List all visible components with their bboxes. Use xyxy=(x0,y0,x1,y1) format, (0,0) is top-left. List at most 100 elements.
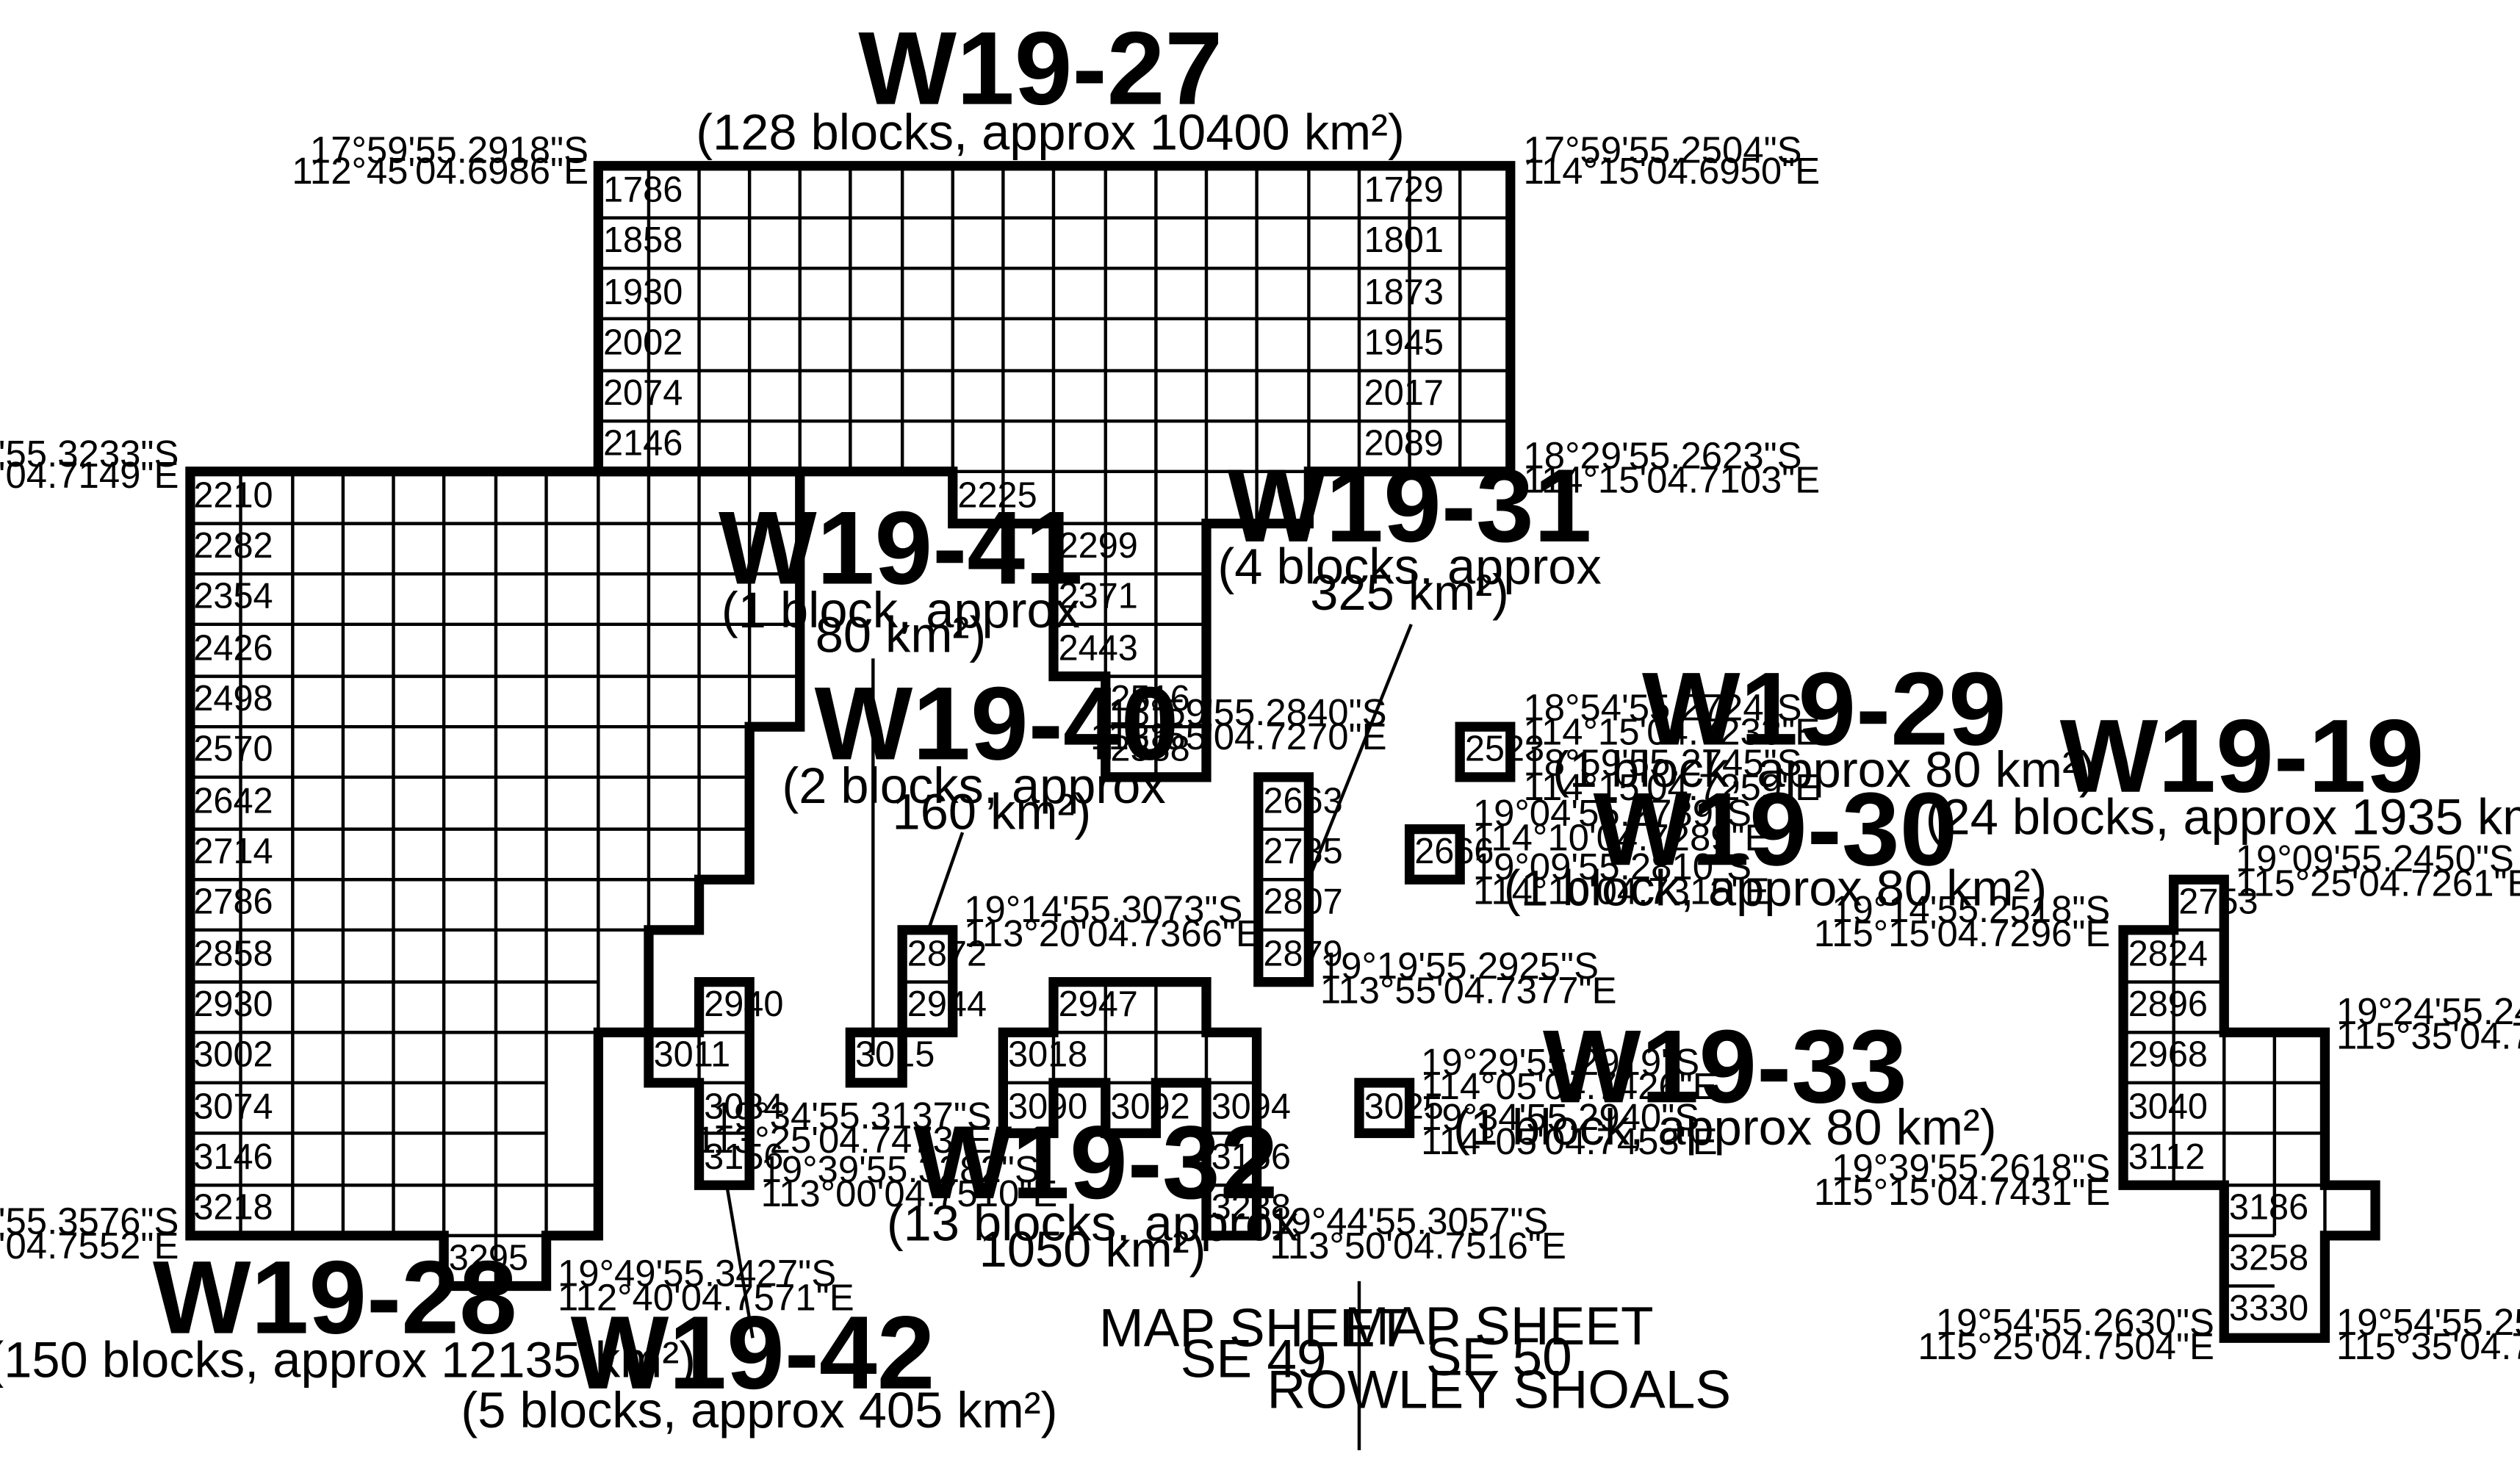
block-number: 3018 xyxy=(1008,1035,1087,1075)
block-number: 3015 xyxy=(855,1035,935,1075)
block-number: 2498 xyxy=(193,679,273,719)
area-description: (150 blocks, approx 12135 km²) xyxy=(0,1331,696,1388)
coordinate-lon: 113°20'04.7366"E xyxy=(964,912,1261,954)
area-outline-w19-41 xyxy=(845,1027,907,1088)
coordinate-lat: 19°19'55.2925"S xyxy=(1320,945,1599,987)
area-description: (1 block, approx xyxy=(721,582,1080,638)
block-number: 2588 xyxy=(1110,730,1189,769)
coordinate-lat: 18°59'55.2840"S xyxy=(1108,691,1386,733)
area-description: (1 block, approx 80 km²) xyxy=(1453,1099,1997,1156)
block-number: 2872 xyxy=(907,934,987,974)
block-number: 3156 xyxy=(704,1137,783,1177)
coordinate-lat: 19°14'55.3073"S xyxy=(964,888,1242,930)
block-number: 2896 xyxy=(2128,984,2208,1024)
block-number: 3166 xyxy=(1212,1137,1291,1177)
block-number: 2017 xyxy=(1364,373,1444,413)
block-number: 3258 xyxy=(2229,1238,2308,1278)
area-title: W19-31 xyxy=(1228,448,1592,564)
coordinate-lon: 112°05'04.7149"E xyxy=(0,454,179,496)
coordinate-lat: 19°44'55.3576"S xyxy=(0,1200,179,1242)
block-number: 3084 xyxy=(704,1087,783,1127)
block-number: 3011 xyxy=(654,1035,731,1075)
area-description: (1 block, approx 80 km²) xyxy=(1504,860,2048,917)
block-number: 1873 xyxy=(1364,273,1444,312)
coordinate-lon: 113°55'04.7377"E xyxy=(1320,969,1617,1011)
block-number: 2642 xyxy=(193,782,273,821)
block-number: 2146 xyxy=(603,424,683,464)
block-number: 2426 xyxy=(193,628,273,668)
coordinate-lon: 115°35'04.7495"E xyxy=(2336,1325,2520,1367)
map-sheet-label: ROWLEY SHOALS xyxy=(1267,1360,1731,1419)
area-outline-w19-40 xyxy=(897,925,958,1037)
area-description: 160 km²) xyxy=(893,784,1092,840)
coordinate-lat: 19°29'55.2919"S xyxy=(1421,1041,1699,1083)
block-number: 3090 xyxy=(1008,1087,1087,1127)
block-number: 2735 xyxy=(1263,832,1342,871)
area-description: (2 blocks, approx xyxy=(782,757,1165,814)
area-description: 1050 km²) xyxy=(979,1221,1206,1278)
block-number: 2210 xyxy=(193,475,273,515)
coordinate-lat: 19°34'55.3137"S xyxy=(713,1095,992,1137)
block-number: 1801 xyxy=(1364,220,1444,260)
coordinate-lat: 18°59'55.2745"S xyxy=(1523,742,1801,784)
map-sheet-label: MAP SHEET xyxy=(1344,1297,1654,1356)
area-description: 80 km²) xyxy=(816,606,986,663)
map-sheet-label: SE 50 xyxy=(1426,1328,1572,1387)
block-number: 3092 xyxy=(1110,1087,1189,1127)
map-sheet-labels: MAP SHEET SE 49 MAP SHEET SE 50 ROWLEY S… xyxy=(1099,1297,1731,1419)
area-description: (13 blocks, approx xyxy=(887,1195,1298,1252)
block-number: 2824 xyxy=(2128,934,2208,974)
block-number: 2663 xyxy=(1263,782,1342,821)
block-number: 2516 xyxy=(1110,679,1189,719)
area-title: W19-28 xyxy=(153,1240,517,1356)
area-title: W19-33 xyxy=(1543,1009,1907,1125)
coordinate-lat: 19°39'55.2618"S xyxy=(1832,1147,2110,1189)
block-number: 3025 xyxy=(1364,1087,1444,1127)
block-number: 2282 xyxy=(193,526,273,566)
block-number: 2753 xyxy=(2178,882,2258,922)
block-number: 3186 xyxy=(2229,1188,2308,1228)
block-number: 3040 xyxy=(2128,1087,2208,1127)
block-number: 2858 xyxy=(193,934,273,974)
block-number: 2523 xyxy=(1465,730,1544,769)
coordinate-lat: 17°59'55.2918"S xyxy=(310,129,588,170)
map-sheet-label: SE 49 xyxy=(1181,1329,1327,1389)
area-outline-w19-19 xyxy=(2118,874,2380,1343)
block-number: 1729 xyxy=(1364,170,1444,209)
block-number: 2944 xyxy=(907,984,987,1024)
area-labels: W19-27 (128 blocks, approx 10400 km²) W1… xyxy=(0,11,2520,1438)
coordinate-lon: 114°15'04.7259"E xyxy=(1523,766,1820,808)
area-outline-w19-33 xyxy=(1354,1078,1415,1139)
area-title: W19-32 xyxy=(914,1105,1278,1221)
coordinate-lon: 114°15'04.7103"E xyxy=(1523,459,1820,501)
coordinate-lat: 19°49'55.3427"S xyxy=(558,1252,836,1294)
block-number: 2002 xyxy=(603,323,683,362)
block-number: 2225 xyxy=(957,475,1037,515)
block-number: 3146 xyxy=(193,1137,273,1177)
coordinate-lat: 19°39'55.3282"S xyxy=(761,1148,1040,1190)
coordinate-lat: 19°09'55.2450"S xyxy=(2236,838,2514,879)
area-title: W19-42 xyxy=(571,1295,935,1411)
coordinate-lon: 114°15'04.6950"E xyxy=(1523,150,1820,192)
coordinate-lat: 18°54'55.2724"S xyxy=(1523,686,1801,728)
coordinate-lon: 115°25'04.7261"E xyxy=(2236,862,2520,904)
area-title: W19-30 xyxy=(1594,771,1958,887)
coordinate-lon: 114°15'04.7233"E xyxy=(1523,711,1820,753)
coordinate-lon: 112°05'04.7552"E xyxy=(0,1225,179,1267)
coordinate-lon: 114°10'04.7289"E xyxy=(1473,816,1770,858)
block-number: 3295 xyxy=(449,1238,528,1278)
coordinate-lon: 115°15'04.7431"E xyxy=(1814,1171,2111,1213)
coordinate-lat: 18°29'55.3233"S xyxy=(0,433,179,475)
block-number: 3002 xyxy=(193,1035,273,1075)
coordinate-lon: 115°25'04.7504"E xyxy=(1918,1325,2214,1367)
area-description: (24 blocks, approx 1935 km²) xyxy=(1926,788,2520,845)
coordinate-lat: 19°54'55.2581"S xyxy=(2336,1301,2520,1343)
area-outline-w19-29 xyxy=(1455,721,1516,782)
coordinate-lat: 19°44'55.3057"S xyxy=(1270,1200,1548,1242)
block-number: 1930 xyxy=(603,273,683,312)
block-number: 2299 xyxy=(1059,526,1138,566)
area-title: W19-40 xyxy=(815,666,1179,782)
map-sheet-label: MAP SHEET xyxy=(1099,1298,1408,1358)
block-number: 2807 xyxy=(1263,882,1342,922)
